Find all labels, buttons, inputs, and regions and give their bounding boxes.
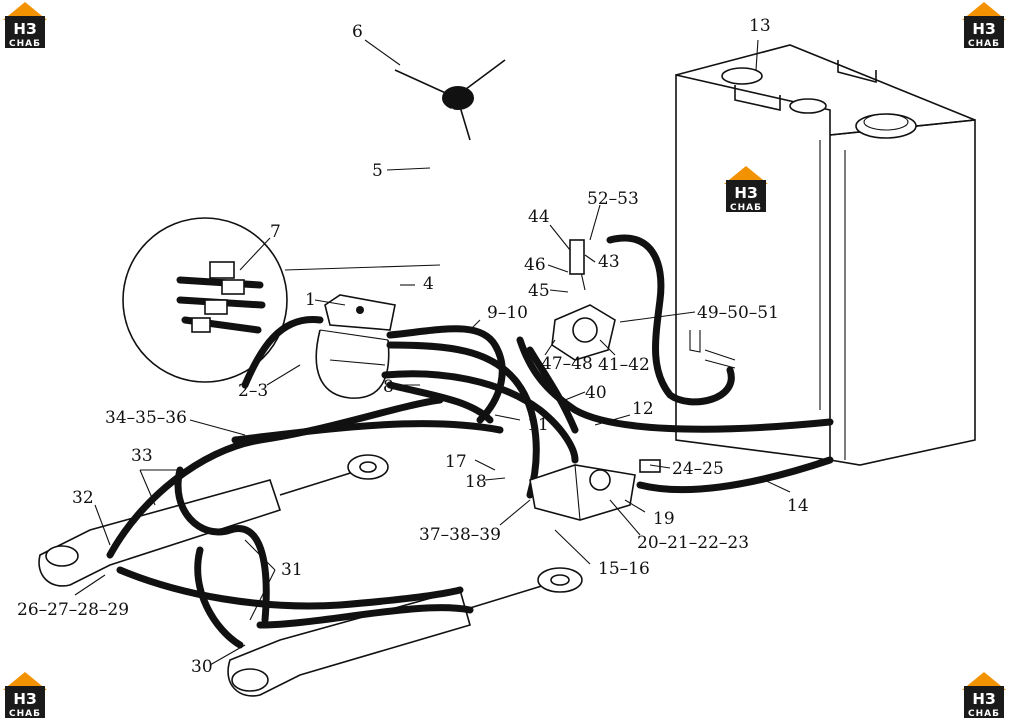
detail-inset [122,217,441,383]
logo-caption: СНАБ [968,39,1000,49]
logo-mark: НЗ [972,690,995,708]
logo-caption: СНАБ [730,203,762,213]
steering-cylinder-upper [38,454,389,587]
logo-caption: СНАБ [9,39,41,49]
steering-cylinder-lower [227,567,583,697]
cylinder-hoses [106,396,504,649]
label-11: 11 [527,415,549,435]
label-47-48: 47–48 [541,354,593,374]
logo-mark: НЗ [13,690,36,708]
label-14: 14 [787,496,809,516]
logo-caption: СНАБ [968,709,1000,719]
label-1: 1 [305,290,316,310]
label-9-10: 9–10 [487,303,528,323]
label-15-16: 15–16 [598,559,650,579]
steering-unit [315,294,396,399]
logo-top-left: НЗ СНАБ [3,2,47,49]
label-32: 32 [72,488,94,508]
label-46: 46 [524,255,546,275]
leader-lines [74,39,791,666]
label-5: 5 [372,161,383,181]
hydraulic-tank [675,44,976,466]
label-13: 13 [749,16,771,36]
pump [551,239,616,361]
logo-center: НЗ СНАБ [724,166,768,213]
label-31: 31 [281,560,303,580]
logo-caption: СНАБ [9,709,41,719]
label-12: 12 [632,399,654,419]
label-7: 7 [270,222,281,242]
logo-mark: НЗ [734,184,757,202]
label-18: 18 [465,472,487,492]
logo-mark: НЗ [13,20,36,38]
label-34-36: 34–35–36 [105,408,187,428]
label-17: 17 [445,452,467,472]
label-26-29: 26–27–28–29 [17,600,129,620]
steering-column [368,108,454,297]
label-43: 43 [598,252,620,272]
label-24-25: 24–25 [672,459,724,479]
label-19: 19 [653,509,675,529]
label-52-53: 52–53 [587,189,639,209]
label-20-23: 20–21–22–23 [637,533,749,553]
logo-mark: НЗ [972,20,995,38]
logo-top-right: НЗ СНАБ [962,2,1006,49]
logo-bottom-right: НЗ СНАБ [962,672,1006,719]
callout-labels: 6 5 7 1 4 2–3 9–10 8 11 40 12 13 14 24–2… [17,16,809,677]
label-44: 44 [528,207,550,227]
logo-bottom-left: НЗ СНАБ [3,672,47,719]
label-49-51: 49–50–51 [697,303,779,323]
label-33: 33 [131,446,153,466]
label-8: 8 [383,377,394,397]
label-2-3: 2–3 [238,381,268,401]
label-30: 30 [191,657,213,677]
label-41-42: 41–42 [598,355,650,375]
label-45: 45 [528,281,550,301]
label-4: 4 [423,274,434,294]
hose-bundle [241,234,834,499]
label-37-39: 37–38–39 [419,525,501,545]
label-40: 40 [585,383,607,403]
label-6: 6 [352,22,363,42]
steering-wheel [378,32,538,148]
control-valve [529,459,661,521]
